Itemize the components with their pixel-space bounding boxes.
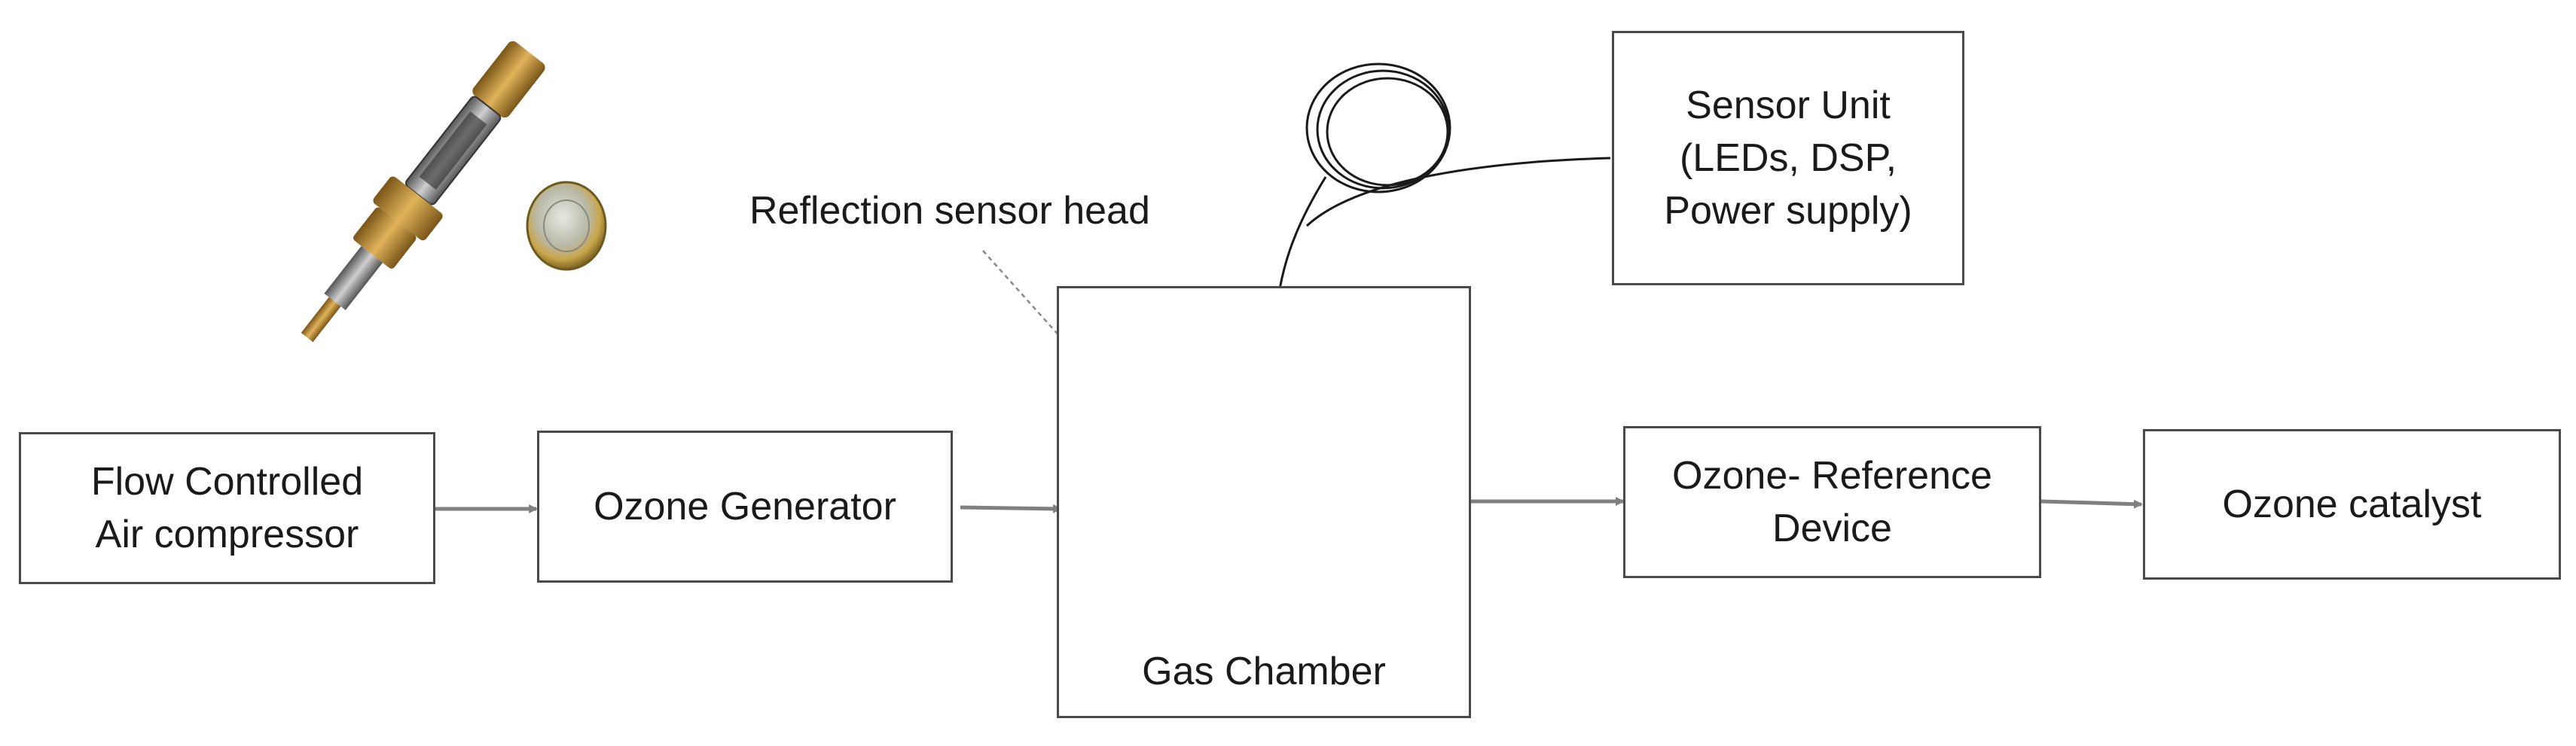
fiber-to-sensor-unit (1305, 157, 1611, 227)
ozone-generator-box: Ozone Generator (537, 431, 953, 583)
ozone-catalyst-box: Ozone catalyst (2143, 429, 2561, 580)
sensor-photo (301, 41, 607, 343)
air-compressor-label: Flow Controlled Air compressor (90, 459, 364, 556)
sensor-unit-label: Sensor Unit (LEDs, DSP, Power supply) (1664, 83, 1912, 233)
air-compressor-box: Flow Controlled Air compressor (19, 432, 435, 584)
ozone-catalyst-label: Ozone catalyst (2222, 482, 2482, 526)
coin-photo (526, 181, 607, 271)
sensor-unit-box: Sensor Unit (LEDs, DSP, Power supply) (1612, 31, 1964, 285)
fiber-coil (1305, 62, 1451, 193)
arrow-generator-to-chamber (960, 504, 1062, 513)
gas-chamber-label: Gas Chamber (1142, 649, 1386, 693)
arrow-reference-to-catalyst (2040, 499, 2143, 509)
ozone-generator-label: Ozone Generator (594, 484, 896, 528)
reflection-sensor-head-label: Reflection sensor head (749, 189, 1150, 233)
ozone-reference-device-label: Ozone- Reference Device (1672, 453, 1992, 550)
ozone-reference-device-box: Ozone- Reference Device (1623, 426, 2041, 578)
gas-chamber-box: Gas Chamber (1057, 286, 1471, 718)
